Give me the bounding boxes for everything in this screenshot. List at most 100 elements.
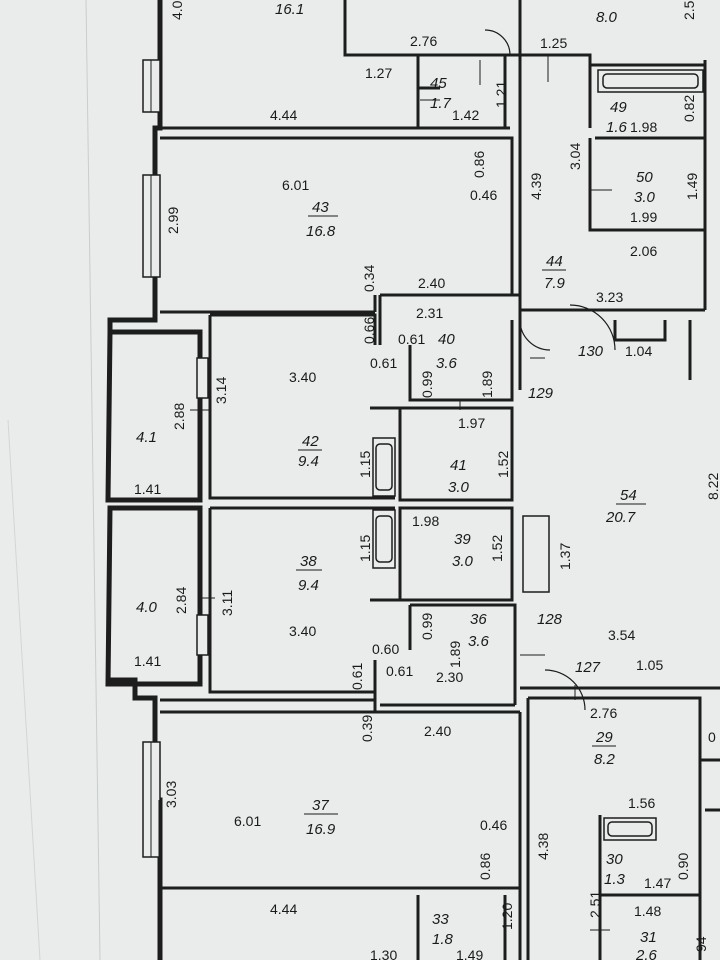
dim-label: 1.41 — [134, 481, 161, 497]
room-number: 41 — [450, 457, 467, 474]
room-area: 3.0 — [634, 189, 656, 206]
dim-label: 6.01 — [234, 813, 261, 829]
dim-label: 1.52 — [489, 535, 505, 562]
room-number: 50 — [636, 169, 653, 186]
dimension-labels: 2.76 1.25 1.27 1.21 1.42 4.44 1.98 0.82 … — [134, 0, 720, 960]
room-number: 30 — [606, 851, 623, 868]
room-number: 37 — [312, 797, 329, 814]
dim-label: 1.56 — [628, 795, 655, 811]
room-number: 42 — [302, 433, 319, 450]
dim-label: 1.49 — [684, 173, 700, 200]
dim-label: 1.25 — [540, 35, 567, 51]
dim-label: 0.61 — [349, 663, 365, 690]
dim-label: 1.27 — [365, 65, 392, 81]
room-number: 45 — [430, 75, 447, 92]
corridor-labels: 130 129 128 127 — [528, 343, 604, 676]
dim-label: 1.20 — [499, 903, 515, 930]
dim-label: 1.89 — [447, 641, 463, 668]
dim-label: 3.11 — [219, 590, 235, 616]
dim-label: 3.40 — [289, 623, 316, 639]
corridor-label: 127 — [575, 659, 601, 676]
dim-label: 2.76 — [410, 33, 437, 49]
dim-label: 0.60 — [372, 641, 399, 657]
dim-label: 0.90 — [675, 853, 691, 880]
dim-label: 6.01 — [282, 177, 309, 193]
dim-label: 0.46 — [480, 817, 507, 833]
room-number: 49 — [610, 99, 627, 116]
dim-label: 8.22 — [705, 473, 720, 500]
room-area: 1.6 — [606, 119, 628, 136]
room-area: 1.7 — [430, 95, 452, 112]
dim-label: 4.0 — [169, 0, 185, 20]
room-number: 44 — [546, 253, 563, 270]
dim-label: 2.06 — [630, 243, 657, 259]
dim-label: 1.98 — [412, 513, 439, 529]
room-number: 33 — [432, 911, 449, 928]
room-number: 31 — [640, 929, 657, 946]
dim-label: 3.14 — [213, 377, 229, 404]
dim-label: 1.30 — [370, 947, 397, 960]
dim-label: 1.21 — [493, 81, 509, 108]
dim-label: 3.04 — [567, 143, 583, 170]
dim-label: 2.30 — [436, 669, 463, 685]
dim-label: 1.37 — [557, 543, 573, 570]
door-swings — [484, 29, 616, 711]
corridor-label: 129 — [528, 385, 554, 402]
room-area-top-right: 8.0 — [596, 9, 618, 26]
dim-label: 0.82 — [681, 95, 697, 122]
dim-label: 1.15 — [357, 535, 373, 562]
dim-label: 1.47 — [644, 875, 671, 891]
dim-label: 4.38 — [535, 833, 551, 860]
room-area: 20.7 — [605, 509, 636, 526]
room-area: 3.6 — [468, 633, 490, 650]
room-number: 40 — [438, 331, 455, 348]
dimension-leaders — [190, 55, 612, 931]
dim-label: 2.51 — [587, 891, 603, 918]
dim-label: 0.66 — [361, 317, 377, 344]
dim-label: 0.61 — [398, 331, 425, 347]
dim-label: 3.40 — [289, 369, 316, 385]
balcony-area-upper: 4.1 — [136, 429, 157, 446]
room-area: 9.4 — [298, 453, 319, 470]
dim-label: 1.42 — [452, 107, 479, 123]
dim-label: 1.48 — [634, 903, 661, 919]
dim-label: 1.89 — [479, 371, 495, 398]
dim-label: 2.99 — [165, 207, 181, 234]
room-area: 2.6 — [635, 947, 658, 960]
room-area: 16.8 — [306, 223, 336, 240]
room-number: 36 — [470, 611, 487, 628]
room-area: 7.9 — [544, 275, 566, 292]
room-area: 3.0 — [452, 553, 474, 570]
dim-label: 3.23 — [596, 289, 623, 305]
interior-walls — [158, 0, 720, 960]
dim-label: 0.61 — [370, 355, 397, 371]
dim-label: 1.97 — [458, 415, 485, 431]
dim-label: 2.76 — [590, 705, 617, 721]
dim-label: 3.54 — [608, 627, 635, 643]
paper-fold — [7, 419, 41, 960]
room-area-top-left: 16.1 — [275, 1, 304, 18]
room-area: 3.6 — [436, 355, 458, 372]
dim-label: 0 — [708, 729, 716, 745]
room-area: 1.8 — [432, 931, 454, 948]
dim-label: 1.49 — [456, 947, 483, 960]
dim-label: 0.99 — [419, 371, 435, 398]
dim-label: 0.46 — [470, 187, 497, 203]
dim-label: 4.44 — [270, 901, 297, 917]
paper-edge — [85, 0, 101, 960]
dim-label: 3.03 — [163, 781, 179, 808]
room-area: 1.3 — [604, 871, 626, 888]
room-area: 8.2 — [594, 751, 616, 768]
dim-label: 0.99 — [419, 613, 435, 640]
dim-label: 4.44 — [270, 107, 297, 123]
dim-label: 2.5 — [681, 0, 697, 20]
dim-label: 1.04 — [625, 343, 652, 359]
balcony-area-lower: 4.0 — [136, 599, 158, 616]
dim-label: 2.88 — [171, 403, 187, 430]
dim-label: 0.34 — [361, 265, 377, 292]
room-number: 29 — [595, 729, 613, 746]
room-labels: 16.1 8.0 45 1.7 49 1.6 50 3.0 43 16.8 44… — [136, 1, 658, 960]
room-number: 43 — [312, 199, 329, 216]
room-area: 9.4 — [298, 577, 319, 594]
